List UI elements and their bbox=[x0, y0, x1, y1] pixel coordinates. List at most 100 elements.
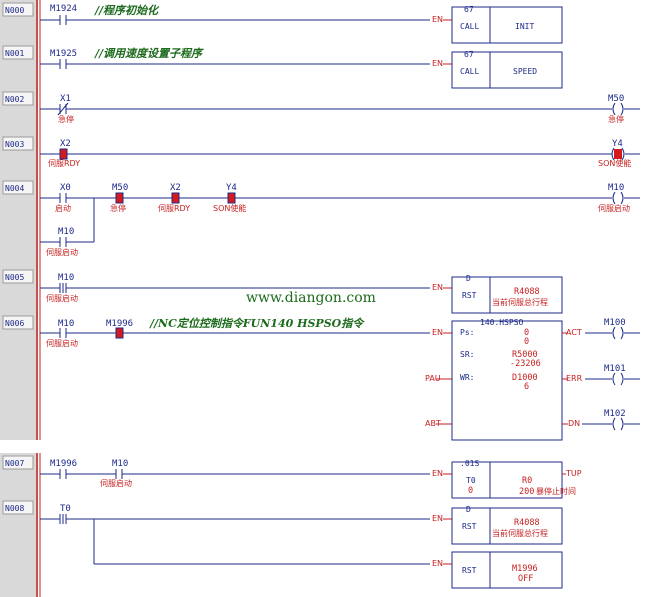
rung-number-box[interactable] bbox=[2, 45, 34, 60]
rung-number: N004 bbox=[5, 184, 24, 193]
coil-address: M10 bbox=[608, 183, 624, 193]
rung-number: N006 bbox=[5, 319, 24, 328]
timer-label: 暴停止时间 bbox=[536, 486, 576, 496]
contact-label: 启动 bbox=[55, 203, 71, 213]
rst-block[interactable]: RST M1996 OFF bbox=[451, 551, 563, 589]
rung-n006: M10 伺服启动 M1996 EN PAU ABT 140.HSPSO Ps: … bbox=[40, 318, 640, 441]
contact-address: M1925 bbox=[50, 49, 77, 59]
contact-label: 伺服启动 bbox=[46, 338, 78, 348]
no-contact-icon[interactable] bbox=[59, 469, 67, 479]
ps-current: 0 bbox=[524, 337, 529, 347]
contact-address: Y4 bbox=[226, 183, 237, 193]
ps-value: 0 bbox=[524, 328, 529, 338]
block-op: RST bbox=[462, 291, 477, 300]
rung-number-box[interactable] bbox=[2, 2, 34, 17]
contact-address: M1924 bbox=[50, 4, 77, 14]
timer-preset-reg: R0 bbox=[522, 476, 532, 486]
en-label: EN bbox=[432, 328, 443, 337]
rung-number-box[interactable] bbox=[2, 180, 34, 195]
coil-icon[interactable] bbox=[612, 326, 624, 340]
no-contact-icon[interactable] bbox=[115, 469, 123, 479]
block-arg-label: 当前伺服总行程 bbox=[492, 528, 548, 538]
wr-label: WR: bbox=[460, 373, 474, 382]
coil-icon[interactable] bbox=[612, 102, 624, 116]
rung-number: N005 bbox=[5, 273, 24, 282]
block-op: RST bbox=[462, 522, 477, 531]
block-op: RST bbox=[462, 566, 477, 575]
rst-block[interactable]: D RST R4088 当前伺服总行程 bbox=[451, 505, 563, 545]
rung-number-box[interactable] bbox=[2, 269, 34, 284]
contact-address: M1996 bbox=[106, 319, 133, 329]
contact-address: T0 bbox=[60, 504, 71, 514]
active-contact-icon[interactable] bbox=[171, 192, 180, 204]
watermark: www.diangon.com bbox=[246, 290, 376, 306]
coil-label: 急停 bbox=[608, 114, 624, 124]
rung-number: N001 bbox=[5, 49, 24, 58]
rising-edge-contact-icon[interactable] bbox=[59, 514, 67, 524]
contact-address: M10 bbox=[58, 319, 74, 329]
wr-current: 6 bbox=[524, 382, 529, 392]
rung-number-box[interactable] bbox=[2, 455, 34, 470]
rung-comment: //NC定位控制指令FUN140 HSPSO指令 bbox=[149, 317, 365, 330]
coil-address: M102 bbox=[604, 409, 626, 419]
rung-number-box[interactable] bbox=[2, 500, 34, 515]
rung-number: N008 bbox=[5, 504, 24, 513]
rung-gutter-top bbox=[0, 0, 38, 440]
rung-number-box[interactable] bbox=[2, 136, 34, 151]
contact-label: SON使能 bbox=[213, 203, 246, 213]
no-contact-icon[interactable] bbox=[59, 193, 67, 203]
no-contact-icon[interactable] bbox=[59, 328, 67, 338]
contact-address: M50 bbox=[112, 183, 128, 193]
timer-block[interactable]: .01S T0 0 R0 200 暴停止时间 bbox=[451, 459, 576, 499]
err-label: ERR bbox=[566, 374, 583, 383]
block-op: CALL bbox=[460, 67, 479, 76]
act-label: ACT bbox=[566, 328, 582, 337]
active-coil-icon[interactable] bbox=[611, 147, 625, 161]
coil-icon[interactable] bbox=[612, 191, 624, 205]
active-contact-icon[interactable] bbox=[227, 192, 236, 204]
contact-label: 伺服启动 bbox=[46, 247, 78, 257]
active-contact-icon[interactable] bbox=[59, 148, 68, 160]
rung-number-box[interactable] bbox=[2, 91, 34, 106]
coil-address: M50 bbox=[608, 94, 624, 104]
rung-number-box[interactable] bbox=[2, 315, 34, 330]
coil-address: M101 bbox=[604, 364, 626, 374]
contact-label: 急停 bbox=[58, 114, 74, 124]
rung-n005: M10 伺服启动 EN D RST R4088 当前伺服总行程 www.dian… bbox=[40, 273, 563, 314]
rising-edge-contact-icon[interactable] bbox=[59, 283, 67, 293]
coil-icon[interactable] bbox=[612, 372, 624, 386]
rst-block[interactable]: D RST R4088 当前伺服总行程 bbox=[451, 274, 563, 314]
no-contact-icon[interactable] bbox=[59, 15, 67, 25]
contact-address: M10 bbox=[112, 459, 128, 469]
rung-n003: X2 伺服RDY Y4 SON使能 bbox=[40, 139, 640, 168]
active-contact-icon[interactable] bbox=[115, 327, 124, 339]
en-label: EN bbox=[432, 514, 443, 523]
no-contact-icon[interactable] bbox=[59, 237, 67, 247]
block-arg-state: OFF bbox=[518, 574, 533, 584]
call-init-block[interactable]: 67 CALL INIT bbox=[451, 5, 563, 44]
contact-address: M1996 bbox=[50, 459, 77, 469]
screenshot-gap bbox=[0, 440, 647, 453]
contact-label: 伺服RDY bbox=[158, 203, 190, 213]
sr-current: -23206 bbox=[510, 359, 541, 369]
coil-icon[interactable] bbox=[612, 417, 624, 431]
dn-label: DN bbox=[568, 419, 580, 428]
rung-number: N007 bbox=[5, 459, 24, 468]
rung-number: N000 bbox=[5, 6, 24, 15]
abt-label: ABT bbox=[425, 419, 441, 428]
coil-label: SON使能 bbox=[598, 158, 631, 168]
function-title: 140.HSPSO bbox=[480, 318, 524, 327]
active-contact-icon[interactable] bbox=[115, 192, 124, 204]
pau-label: PAU bbox=[425, 374, 441, 383]
no-contact-icon[interactable] bbox=[59, 59, 67, 69]
rung-n007: M1996 M10 伺服启动 EN .01S T0 0 R0 200 暴停止时间… bbox=[40, 459, 582, 499]
function-number: D bbox=[466, 505, 471, 514]
contact-address: X2 bbox=[170, 183, 181, 193]
wr-value: D1000 bbox=[512, 373, 538, 383]
coil-label: 伺服启动 bbox=[598, 203, 630, 213]
hspso-block[interactable]: 140.HSPSO Ps: 0 0 SR: R5000 -23206 WR: D… bbox=[451, 318, 563, 441]
call-speed-block[interactable]: 67 CALL SPEED bbox=[451, 50, 563, 89]
function-number: D bbox=[466, 274, 471, 283]
rung-number: N002 bbox=[5, 95, 24, 104]
